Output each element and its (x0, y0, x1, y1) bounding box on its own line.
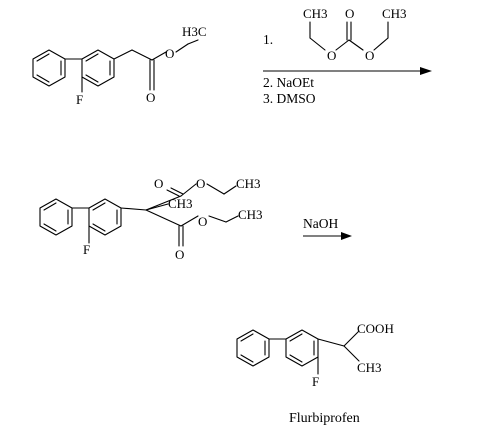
intermediate-bottom-carbonyl-oxygen-label: O (175, 247, 184, 262)
reactant-carbonyl-oxygen-label: O (146, 90, 155, 105)
reactant-methyl-label: H3C (182, 24, 207, 39)
intermediate-fluorine-label: F (83, 242, 90, 257)
step-3-label: 3. DMSO (263, 91, 316, 106)
product-name-caption: Flurbiprofen (289, 411, 360, 426)
intermediate-fluoro-ring (88, 198, 122, 236)
intermediate-molecule: F O O CH3 CH3 O CH3 O (39, 176, 263, 262)
flurbiprofen-molecule: F COOH CH3 (236, 321, 394, 389)
carbonate-right-oxygen-label: O (365, 48, 374, 63)
carbonate-right-methyl-label: CH3 (382, 6, 407, 21)
diethyl-carbonate-reagent: 1. CH3 O CH3 O O 2. NaOEt 3. DMSO (263, 6, 407, 106)
product-fluoro-ring (285, 329, 319, 367)
intermediate-top-methyl-label: CH3 (236, 176, 261, 191)
intermediate-bottom-methyl-label: CH3 (238, 207, 263, 222)
intermediate-center-methyl-label: CH3 (168, 196, 193, 211)
product-fluorine-label: F (312, 374, 319, 389)
reactant-fluorine-label: F (76, 92, 83, 107)
reaction-arrow-2 (303, 232, 352, 240)
intermediate-top-carbonyl-oxygen-label: O (154, 176, 163, 191)
reactant-phenyl-ring (32, 49, 66, 87)
reactant-molecule: F O O H3C (32, 24, 207, 107)
intermediate-bottom-ester-oxygen-label: O (198, 214, 207, 229)
carbonate-carbonyl-oxygen-label: O (345, 6, 354, 21)
product-methyl-label: CH3 (357, 360, 382, 375)
intermediate-top-ester-oxygen-label: O (196, 176, 205, 191)
reactant-fluoro-ring (81, 49, 115, 87)
intermediate-phenyl-ring (39, 198, 73, 236)
step-2-label: 2. NaOEt (263, 75, 314, 90)
carbonate-left-methyl-label: CH3 (303, 6, 328, 21)
naoh-reagent-label: NaOH (303, 216, 338, 231)
product-phenyl-ring (236, 329, 270, 367)
reactant-ester-oxygen-label: O (165, 46, 174, 61)
reaction-arrow-1 (263, 67, 432, 75)
carbonate-left-oxygen-label: O (327, 48, 336, 63)
product-carboxylic-acid-label: COOH (357, 321, 394, 336)
step-1-number: 1. (263, 32, 273, 47)
